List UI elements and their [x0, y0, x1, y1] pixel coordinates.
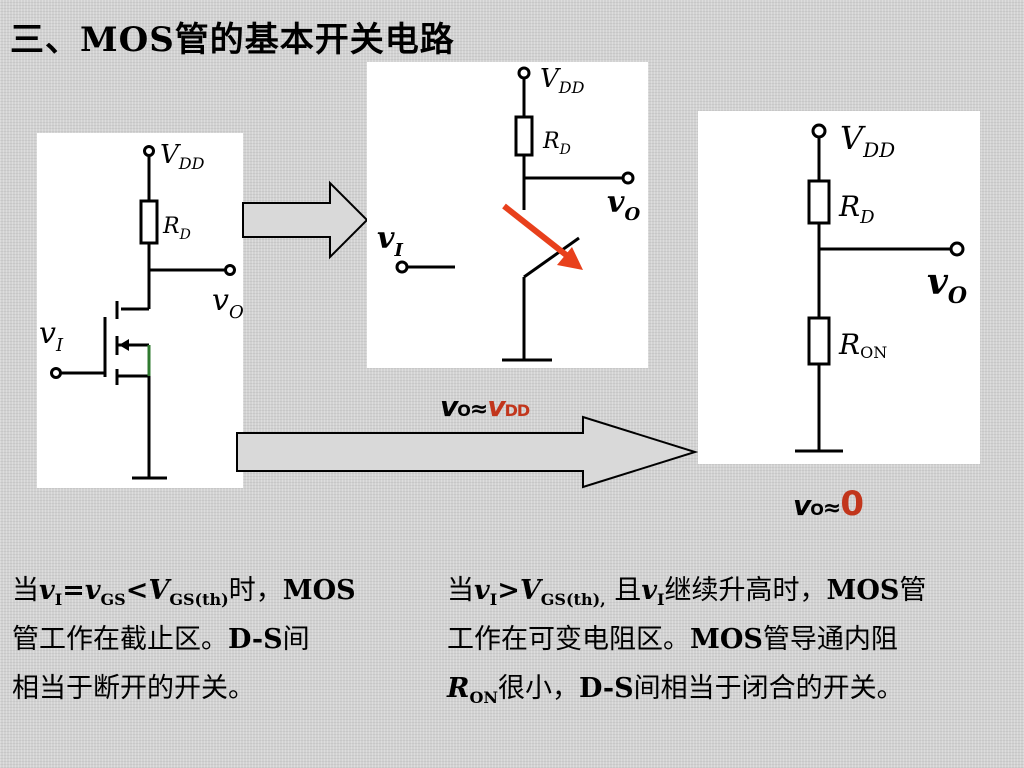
svg-text:VDD: VDD	[160, 140, 205, 173]
rd-label: R	[542, 129, 560, 154]
vdd-label: V	[840, 119, 866, 157]
vdd-label: V	[540, 64, 561, 94]
rd-label: R	[162, 214, 180, 239]
svg-text:vO: vO	[927, 261, 967, 309]
on-output-formula: vO≈0	[793, 484, 864, 524]
vdd-label: V	[160, 140, 181, 170]
mos-switch-circuit: VDD RD vO vI	[37, 133, 243, 488]
vo-terminal	[224, 264, 236, 276]
svg-text:VDD: VDD	[840, 119, 895, 162]
vo-terminal	[949, 241, 965, 257]
vi-label: v	[377, 221, 395, 256]
vo-terminal	[621, 171, 635, 185]
svg-text:vO: vO	[212, 283, 243, 323]
on-explanation: 当vI>VGS(th), 且vI继续升高时，MOS管 工作在可变电阻区。MOS管…	[447, 575, 927, 707]
svg-text:RON: RON	[838, 328, 887, 362]
svg-text:RD: RD	[838, 190, 875, 228]
arrow-to-on	[236, 415, 699, 489]
vi-label: v	[39, 316, 56, 351]
svg-text:vO: vO	[607, 185, 640, 225]
vdd-terminal	[517, 66, 531, 80]
vdd-terminal	[143, 145, 155, 157]
svg-text:RD: RD	[162, 214, 191, 243]
open-switch-arrow	[557, 247, 583, 270]
slide-title: 三、MOS管的基本开关电路	[10, 20, 455, 60]
rd-label: R	[838, 190, 860, 223]
svg-text:vI: vI	[39, 316, 64, 356]
on-state-circuit: VDD RD vO RON	[698, 111, 980, 464]
rd-resistor	[514, 115, 534, 157]
vo-label: v	[927, 261, 949, 303]
cutoff-output-formula: vO≈vDD	[440, 390, 530, 423]
ron-resistor	[807, 316, 831, 366]
vi-terminal	[50, 367, 62, 379]
vdd-terminal	[811, 123, 827, 139]
vo-label: v	[212, 283, 229, 318]
rd-resistor	[139, 199, 159, 245]
svg-text:vI: vI	[377, 221, 403, 261]
cutoff-explanation: 当vI=vGS<VGS(th)时，MOS 管工作在截止区。D-S间 相当于断开的…	[12, 575, 356, 704]
cutoff-circuit: VDD RD vO vI	[367, 62, 648, 368]
rd-resistor	[807, 179, 831, 225]
svg-text:RD: RD	[542, 129, 571, 158]
vo-label: v	[607, 185, 625, 220]
svg-text:VDD: VDD	[540, 64, 585, 97]
arrow-to-cutoff	[242, 180, 369, 260]
ron-label: R	[838, 328, 860, 361]
vi-terminal	[395, 260, 409, 274]
